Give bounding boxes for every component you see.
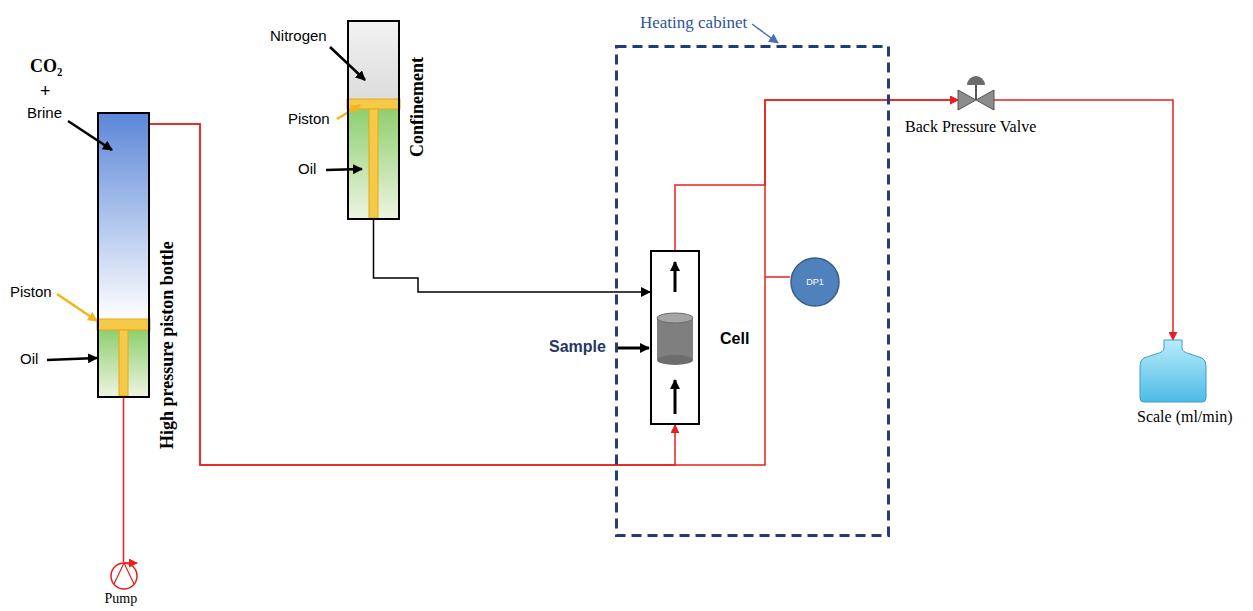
fluid-label: Brine <box>27 104 62 121</box>
gauge-circle <box>791 258 839 306</box>
pressure-gauge: DP1 <box>790 257 840 307</box>
leader-arrow <box>618 347 649 350</box>
leader-arrow <box>47 358 97 360</box>
pressure-tap <box>765 276 790 278</box>
plus-sign: + <box>40 81 51 102</box>
cabinet-label: Heating cabinet <box>640 13 747 33</box>
oil-fill <box>97 330 150 398</box>
bypass-line <box>150 100 958 465</box>
back-pressure-valve: Back Pressure Valve <box>958 90 994 110</box>
leader-arrow <box>57 294 97 321</box>
cabinet-border <box>617 47 889 536</box>
pump-symbol-outline <box>110 562 138 590</box>
oil-line <box>123 398 125 562</box>
heating-cabinet-outline <box>615 45 890 537</box>
core-cell: Cell <box>650 250 700 425</box>
fluid-label: Oil <box>20 350 38 367</box>
leader-arrow <box>68 121 112 150</box>
bottle-label: High pressure piston bottle <box>157 241 178 449</box>
oil-fill <box>347 109 400 220</box>
injection-line <box>150 124 675 465</box>
part-label: Piston <box>10 283 52 300</box>
scale-label: Scale (ml/min) <box>1137 408 1233 426</box>
cell-label: Cell <box>720 330 749 348</box>
fluid-label: Oil <box>298 160 316 177</box>
piston-head <box>97 319 150 330</box>
effluent-line <box>994 100 1173 340</box>
nitrogen-fill <box>347 20 400 100</box>
back-pressure-valve-outline <box>958 90 994 110</box>
piston-rod <box>369 109 378 218</box>
gauge-label: DP1 <box>790 257 840 307</box>
brine-fill <box>97 112 150 320</box>
pump-circle <box>111 563 137 589</box>
fluid-label: CO₂ <box>30 56 62 77</box>
flow-arrow <box>674 380 677 414</box>
pump-label: Pump <box>105 591 138 607</box>
valve-body <box>958 90 994 110</box>
valve-stem <box>975 85 977 100</box>
scale-container-outline <box>1140 340 1206 402</box>
pump-arrow <box>124 562 137 564</box>
sample-label: Sample <box>549 338 606 356</box>
piston-rod <box>119 330 128 396</box>
part-label: Piston <box>288 110 330 127</box>
valve-label: Back Pressure Valve <box>905 118 1036 136</box>
leader-arrow <box>752 24 778 43</box>
scale-vessel <box>1140 340 1206 402</box>
leader-arrow <box>326 169 362 170</box>
pump-symbol: Pump <box>110 562 138 590</box>
sample-core <box>657 313 693 323</box>
scale-container: Scale (ml/min) <box>1140 340 1206 402</box>
piston-bottle: High pressure piston bottle <box>97 112 150 398</box>
pump-lines <box>114 563 134 584</box>
sample-core <box>657 355 693 365</box>
heating-cabinet: Heating cabinetCellDP1 <box>615 45 890 537</box>
sample-core <box>657 318 693 360</box>
confinement-label: Confinement <box>407 57 428 157</box>
flow-arrow <box>674 262 677 292</box>
valve-actuator <box>967 76 985 85</box>
confining-line <box>374 220 651 292</box>
confinement-cylinder: Confinement <box>347 20 400 220</box>
fluid-label: Nitrogen <box>270 27 327 44</box>
